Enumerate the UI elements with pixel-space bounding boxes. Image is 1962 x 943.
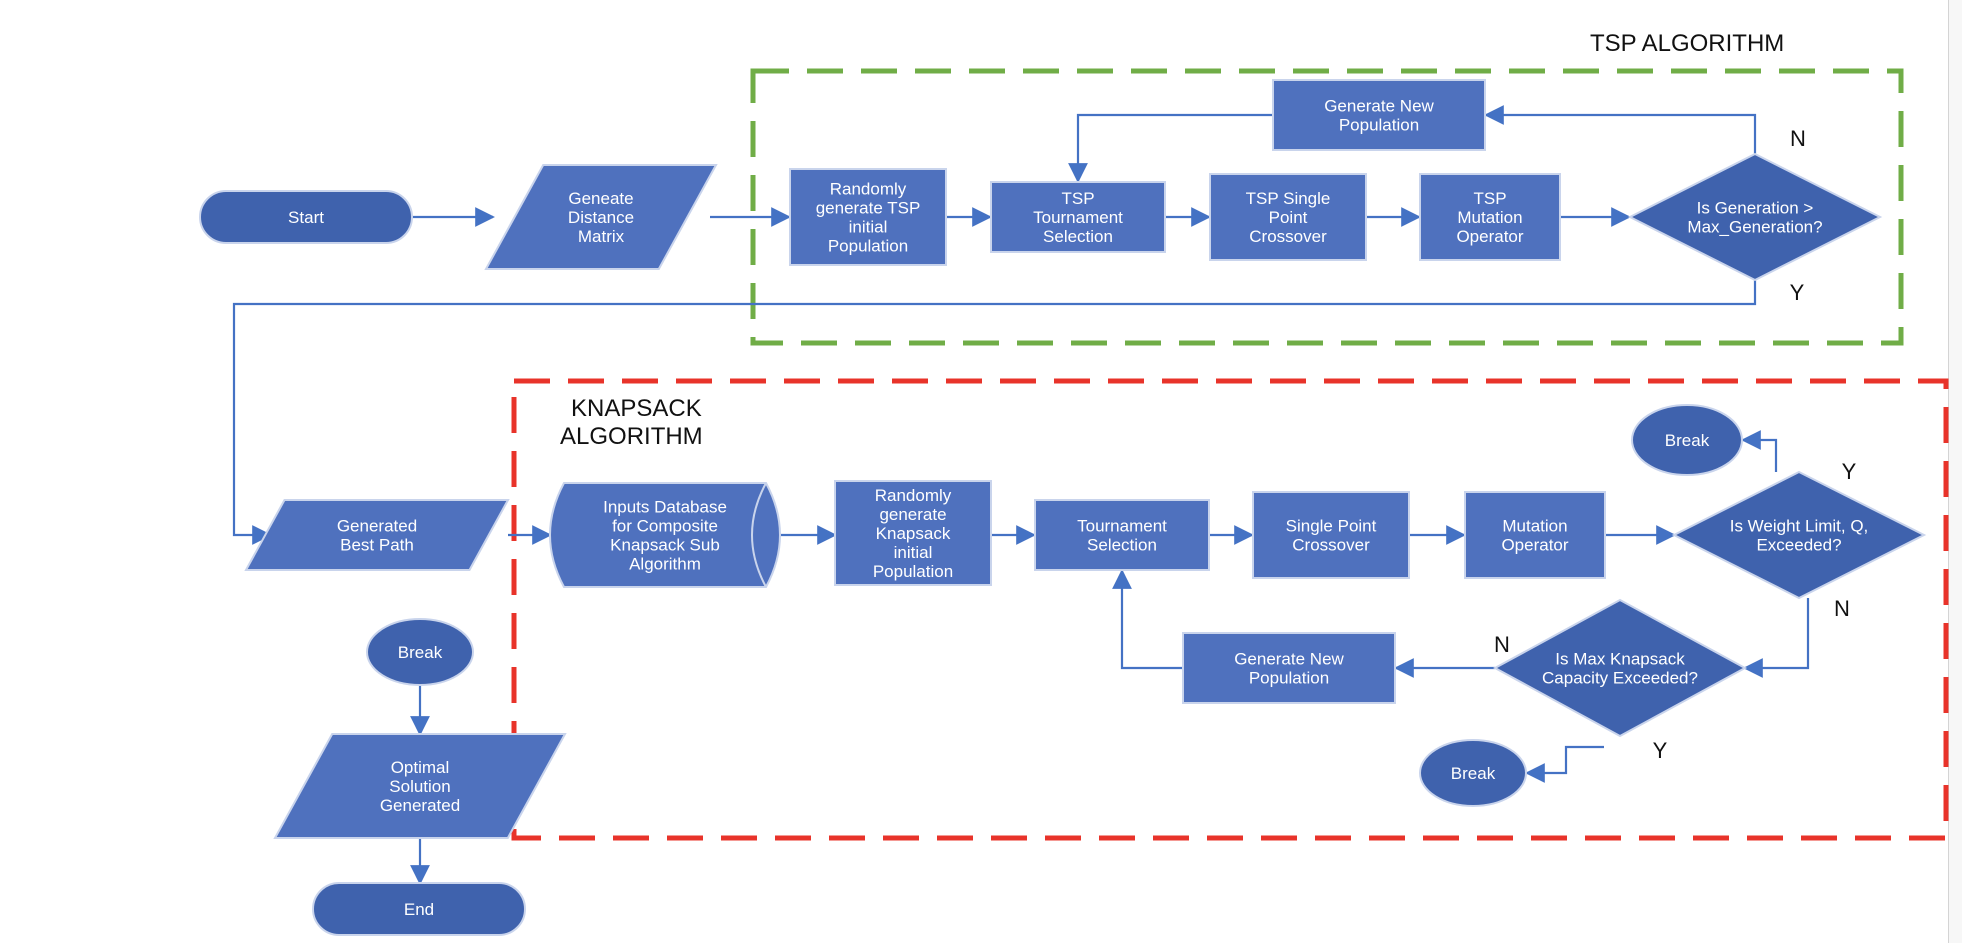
connector-ks-weight-decision-to-break-top [1741, 430, 1778, 472]
end-label: End [404, 900, 434, 919]
start-label: Start [288, 208, 324, 227]
connector-tsp-decision-to-best-path [232, 280, 1757, 545]
tsp-decision-label: Is Generation >Max_Generation? [1687, 199, 1822, 237]
branch-label-n: N [1494, 632, 1510, 657]
knapsack-section-border [511, 378, 1949, 841]
distance-matrix-shape [484, 164, 718, 270]
ks-crossover-shape [1252, 491, 1410, 579]
break-top-label: Break [1665, 431, 1710, 450]
ks-new-pop-shape [1182, 632, 1396, 704]
connector-tsp-decision-to-tsp-new-pop [1484, 105, 1757, 154]
start-node: Start [199, 190, 413, 244]
tsp-decision-shape [1627, 152, 1883, 282]
tsp-section-border [750, 68, 1904, 346]
branch-label-n: N [1834, 596, 1850, 621]
branch-label-y: Y [1653, 738, 1668, 763]
ks-tournament-shape [1034, 499, 1210, 571]
break-left-label: Break [398, 643, 443, 662]
tsp-decision-node: Is Generation >Max_Generation? [1627, 152, 1883, 282]
connector-ks-capacity-decision-to-break-bottom [1525, 745, 1604, 783]
break-bottom-shape [1419, 739, 1527, 807]
break-left-shape [366, 618, 474, 686]
ks-capacity-decision-shape [1492, 598, 1748, 738]
branch-label-y: Y [1842, 459, 1857, 484]
tsp-section-title: TSP ALGORITHM [1590, 30, 1784, 57]
optimal-solution-shape [273, 733, 567, 839]
connector-ks-new-pop-to-ks-tournament [1112, 569, 1183, 670]
knapsack-section-title: KNAPSACK ALGORITHM [560, 395, 708, 450]
tsp-new-pop-shape [1272, 79, 1486, 151]
branch-label-y: Y [1790, 280, 1805, 305]
ks-weight-decision-label: Is Weight Limit, Q,Exceeded? [1730, 517, 1869, 555]
ks-init-pop-shape [834, 480, 992, 586]
start-shape [199, 190, 413, 244]
connector-ks-weight-decision-to-ks-capacity-decision [1743, 598, 1810, 678]
ks-mutation-shape [1464, 491, 1606, 579]
tsp-mutation-shape [1419, 173, 1561, 261]
end-node: End [312, 882, 526, 936]
connector-layer [232, 105, 1810, 885]
best-path-shape [244, 499, 510, 571]
tsp-tournament-shape [990, 181, 1166, 253]
ks-weight-decision-shape [1671, 470, 1927, 600]
tsp-init-pop-shape [789, 168, 947, 266]
branch-label-layer: N Y Y N N Y [1494, 126, 1857, 763]
break-left-node: Break [366, 618, 474, 686]
break-bottom-node: Break [1419, 739, 1527, 807]
connector-tsp-new-pop-to-tsp-tournament [1068, 113, 1273, 183]
end-shape [312, 882, 526, 936]
tsp-crossover-shape [1209, 173, 1367, 261]
break-top-node: Break [1631, 404, 1743, 476]
branch-label-n: N [1790, 126, 1806, 151]
break-top-shape [1631, 404, 1743, 476]
break-bottom-label: Break [1451, 764, 1496, 783]
ks-weight-decision-node: Is Weight Limit, Q,Exceeded? [1671, 470, 1927, 600]
